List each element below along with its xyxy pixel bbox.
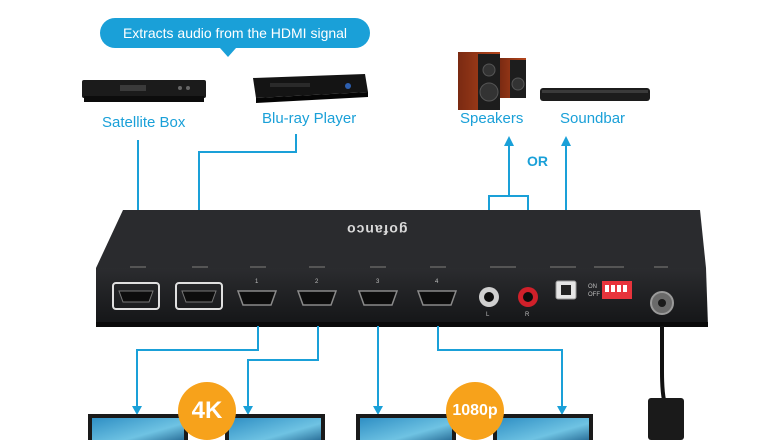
dip-label-on: ON <box>588 284 597 290</box>
rca-jack-left <box>479 287 499 307</box>
power-cable <box>648 326 684 440</box>
dip-label-off: OFF <box>588 292 600 298</box>
audio-extract-callout: Extracts audio from the HDMI signal <box>100 18 370 57</box>
soundbar-label: Soundbar <box>560 110 626 127</box>
device-brand: gofanco <box>346 222 408 238</box>
or-label: OR <box>527 153 548 169</box>
output-lines <box>136 326 563 410</box>
tv-display-4 <box>493 414 593 440</box>
soundbar-icon <box>540 88 650 101</box>
satellite-box-icon <box>82 80 206 102</box>
output-port-label-2: 2 <box>315 279 319 285</box>
badge-4k: 4K <box>178 382 236 440</box>
tv-display-1 <box>88 414 188 440</box>
rca-jack-right <box>518 287 538 307</box>
dip-switch <box>602 281 632 299</box>
output-port-label-3: 3 <box>376 279 380 285</box>
tv-display-2 <box>225 414 325 440</box>
hdmi-output-ports <box>236 290 458 306</box>
tv-display-3 <box>356 414 456 440</box>
dc-power-jack <box>650 291 674 315</box>
optical-port <box>555 280 577 300</box>
splitter-device <box>96 210 708 327</box>
hdmi-input-1 <box>112 282 160 310</box>
audio-arrows <box>504 136 571 146</box>
bluray-player-icon <box>253 74 368 103</box>
speakers-label: Speakers <box>460 110 524 127</box>
bluray-player-label: Blu-ray Player <box>262 110 357 127</box>
speakers-icon <box>458 52 526 110</box>
rca-label-right: R <box>525 312 530 318</box>
rca-label-left: L <box>486 312 490 318</box>
badge-1080p: 1080p <box>446 382 504 440</box>
output-port-label-1: 1 <box>255 279 259 285</box>
output-port-label-4: 4 <box>435 279 439 285</box>
hdmi-input-2 <box>175 282 223 310</box>
satellite-box-label: Satellite Box <box>102 114 186 131</box>
output-arrows <box>132 406 567 415</box>
